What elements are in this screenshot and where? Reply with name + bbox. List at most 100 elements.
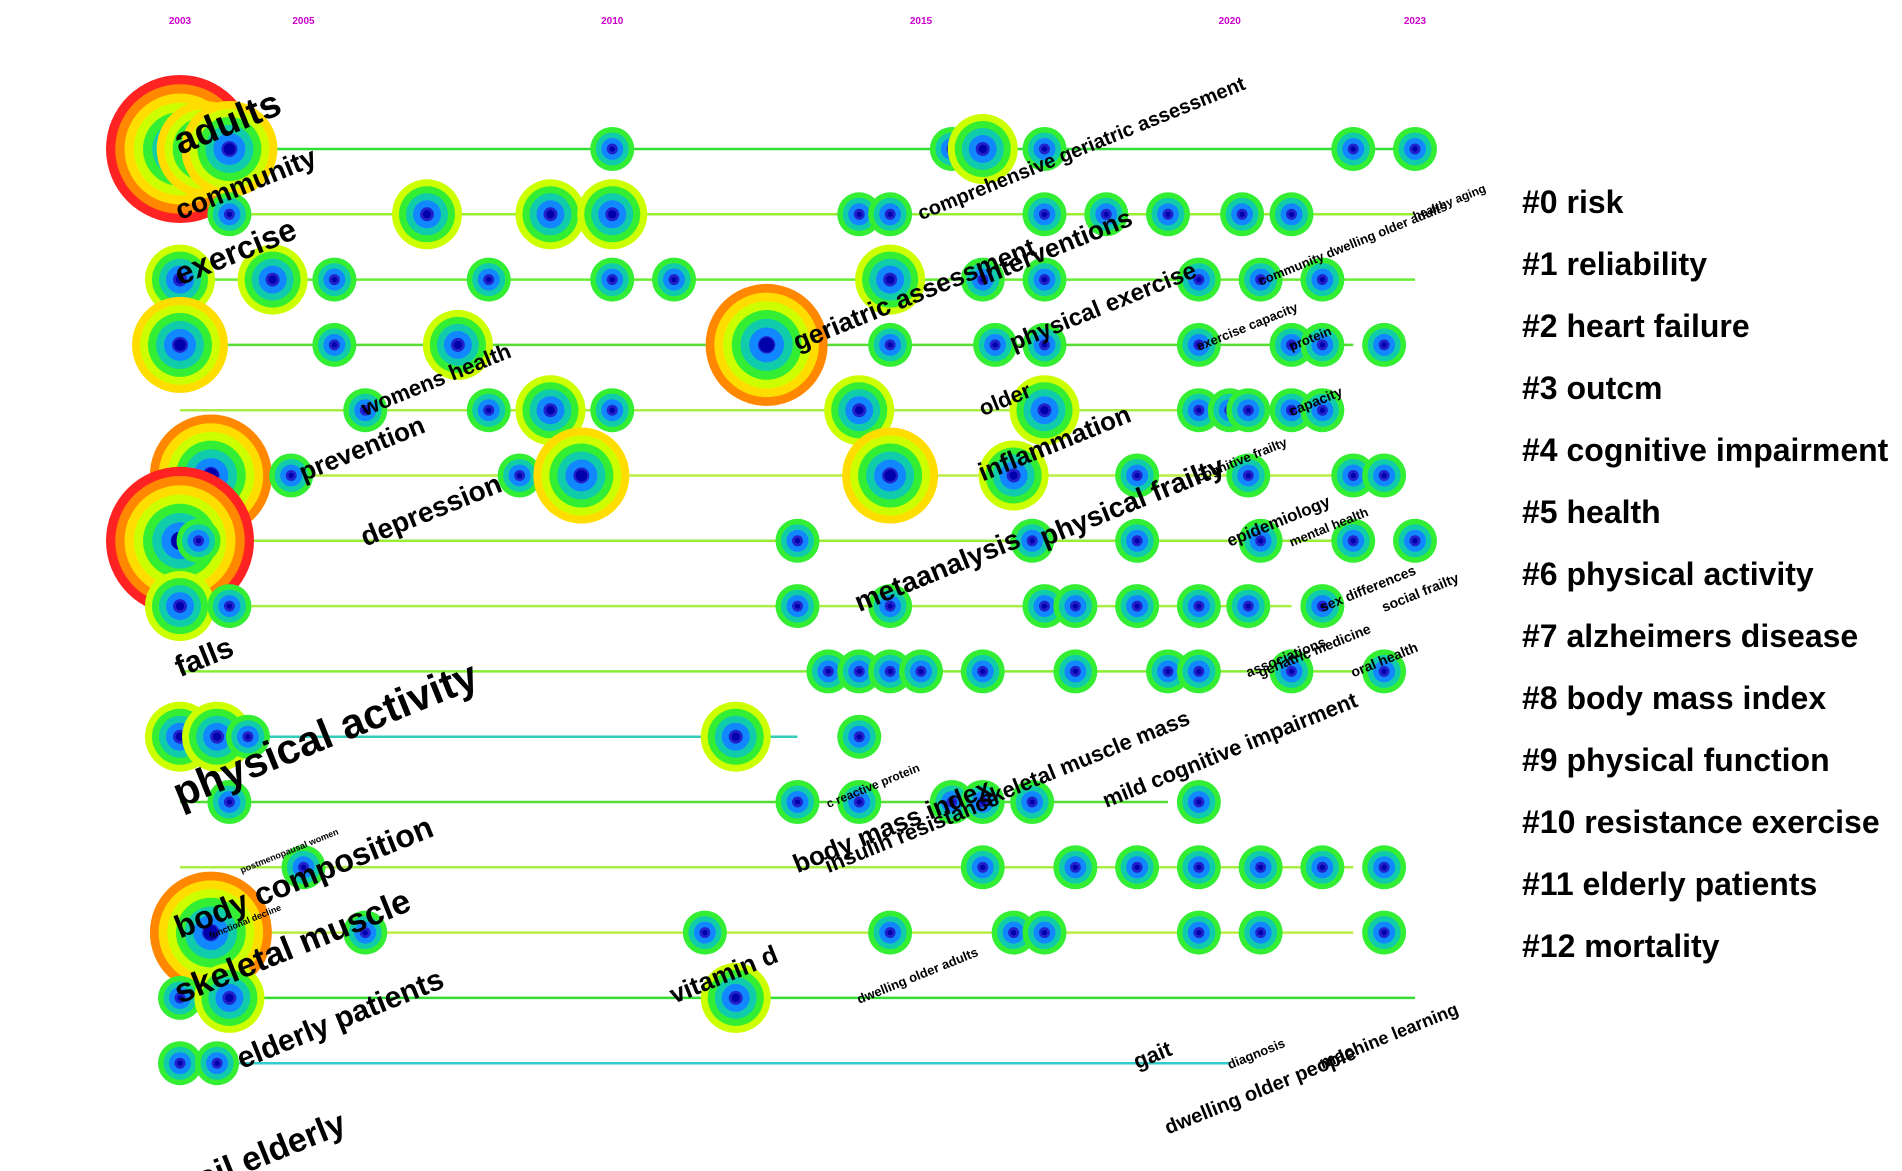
keyword-node xyxy=(176,518,221,563)
node-core xyxy=(856,668,862,675)
node-core xyxy=(486,407,492,413)
node-core xyxy=(731,993,740,1003)
timeline-lines xyxy=(180,147,1415,1065)
keyword-node xyxy=(1176,780,1221,824)
node-core xyxy=(1257,929,1264,936)
node-core xyxy=(1165,211,1171,217)
node-core xyxy=(486,276,492,283)
node-core xyxy=(1245,472,1251,479)
keyword-label: diagnosis xyxy=(1225,1035,1287,1072)
keyword-node xyxy=(806,649,851,694)
node-core xyxy=(245,734,251,740)
node-core xyxy=(214,1060,220,1066)
keyword-node xyxy=(1176,257,1221,302)
keyword-node xyxy=(991,910,1036,955)
keyword-node xyxy=(207,192,252,237)
keyword-node xyxy=(960,257,1005,302)
node-core xyxy=(1319,603,1326,609)
node-core xyxy=(226,603,233,609)
keyword-node xyxy=(515,179,586,250)
keyword-nodes xyxy=(106,75,1437,1086)
keyword-node xyxy=(960,845,1005,890)
node-core xyxy=(203,925,219,940)
keyword-node xyxy=(1300,388,1345,433)
keyword-node xyxy=(973,322,1018,367)
keyword-node xyxy=(1362,649,1407,694)
keyword-node xyxy=(1269,388,1314,433)
cluster-label: #2 heart failure xyxy=(1522,308,1750,344)
keyword-node xyxy=(929,780,974,824)
node-core xyxy=(794,603,801,609)
keyword-node xyxy=(149,871,272,994)
year-tick-label: 2020 xyxy=(1219,16,1242,27)
keyword-node xyxy=(960,649,1005,694)
keyword-node xyxy=(1022,127,1067,171)
node-core xyxy=(212,732,222,741)
cluster-label: #6 physical activity xyxy=(1522,556,1814,592)
keyword-node xyxy=(422,309,493,380)
keyword-node xyxy=(1300,845,1345,890)
keyword-node xyxy=(194,962,265,1033)
keyword-node xyxy=(1238,257,1283,302)
node-core xyxy=(288,472,294,479)
keyword-node xyxy=(842,427,939,524)
keyword-node xyxy=(1053,584,1098,629)
node-core xyxy=(226,211,233,217)
keyword-node xyxy=(195,1041,240,1086)
node-core xyxy=(575,469,588,482)
keyword-node xyxy=(837,192,882,237)
node-core xyxy=(1245,407,1251,413)
keyword-node xyxy=(868,322,913,367)
keyword-node xyxy=(837,780,882,824)
node-core xyxy=(1134,864,1140,870)
cluster-label: #12 mortality xyxy=(1522,928,1720,964)
node-core xyxy=(300,864,307,870)
node-core xyxy=(1257,864,1264,870)
node-core xyxy=(1196,407,1202,413)
keyword-node xyxy=(1022,257,1067,302)
node-core xyxy=(223,143,236,155)
keyword-node xyxy=(868,584,913,629)
keyword-node xyxy=(1010,780,1055,824)
node-core xyxy=(1239,211,1245,217)
node-core xyxy=(856,799,862,805)
node-core xyxy=(1134,603,1140,609)
node-core xyxy=(731,732,740,741)
keyword-node xyxy=(225,714,270,759)
node-core xyxy=(175,732,185,741)
keyword-node xyxy=(1115,584,1160,629)
keyword-node xyxy=(158,1041,202,1086)
node-core xyxy=(1041,929,1048,936)
node-core xyxy=(856,734,862,740)
node-core xyxy=(1288,211,1295,217)
node-core xyxy=(671,276,677,283)
keyword-node xyxy=(1269,649,1314,694)
keyword-node xyxy=(1022,584,1067,629)
keyword-node xyxy=(1226,388,1271,433)
keyword-node xyxy=(1331,518,1376,563)
node-core xyxy=(887,342,893,348)
node-core xyxy=(177,1060,183,1066)
keyword-node xyxy=(837,649,882,694)
node-core xyxy=(177,995,183,1001)
keyword-node xyxy=(1226,453,1271,498)
node-core xyxy=(1288,407,1295,413)
keyword-node xyxy=(1176,910,1221,955)
node-core xyxy=(980,668,986,675)
keyword-node xyxy=(899,649,943,694)
node-core xyxy=(1350,146,1356,152)
node-core xyxy=(1288,342,1295,348)
node-core xyxy=(1072,603,1079,609)
node-core xyxy=(1245,603,1251,609)
year-tick-label: 2010 xyxy=(601,16,624,27)
node-core xyxy=(331,276,338,283)
node-core xyxy=(1412,538,1418,544)
keyword-node xyxy=(1238,518,1283,563)
node-core xyxy=(362,929,368,936)
keyword-node xyxy=(1176,845,1221,890)
node-core xyxy=(516,472,523,479)
cluster-label: #4 cognitive impairment xyxy=(1522,432,1889,468)
keyword-node xyxy=(1010,518,1055,563)
keyword-node xyxy=(1146,192,1190,237)
